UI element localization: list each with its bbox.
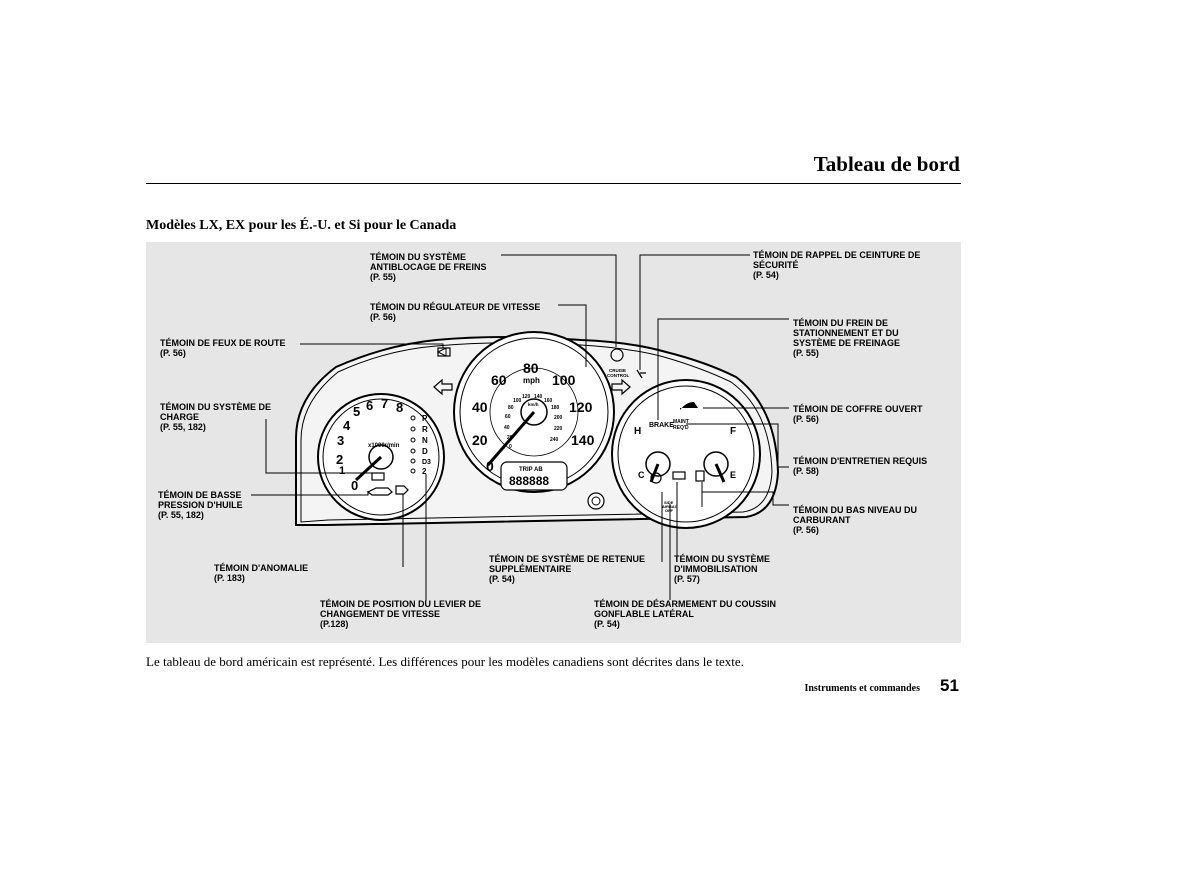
label-srs: TÉMOIN DE SYSTÈME DE RETENUE SUPPLÉMENTA… — [489, 554, 646, 584]
label-maintenance: TÉMOIN D'ENTRETIEN REQUIS (P. 58) — [793, 456, 928, 476]
mph-num-40: 40 — [472, 399, 488, 415]
leader-lines — [251, 254, 789, 601]
battery-icon — [371, 472, 385, 481]
check-engine-icon — [395, 485, 409, 495]
page-title: Tableau de bord — [813, 152, 960, 176]
tach-num-7: 7 — [381, 396, 388, 411]
fuel-full: F — [730, 426, 736, 437]
kmh-num-20: 20 — [507, 435, 513, 441]
brake-label: BRAKE — [649, 422, 674, 429]
high-beam-icon — [437, 347, 451, 357]
mph-num-20: 20 — [472, 432, 488, 448]
kmh-num-120: 120 — [522, 394, 531, 400]
mph-num-120: 120 — [569, 399, 593, 415]
side-airbag-text-3: OFF — [665, 508, 674, 513]
figure-caption: Le tableau de bord américain est représe… — [146, 654, 744, 669]
label-immobilizer: TÉMOIN DU SYSTÈME D'IMMOBILISATION (P. 5… — [674, 554, 771, 584]
instrument-cluster-illustration: 0 1 2 3 4 5 6 7 8 x1000r/min P R N D D — [251, 254, 789, 601]
mph-num-140: 140 — [571, 432, 595, 448]
label-seatbelt: TÉMOIN DE RAPPEL DE CEINTURE DE SÉCURITÉ… — [753, 250, 921, 280]
gear-n: N — [422, 436, 428, 445]
gear-2: 2 — [422, 467, 427, 476]
cruise-text-2: CONTROL — [607, 373, 629, 378]
title-rule — [146, 183, 961, 184]
label-trunk: TÉMOIN DE COFFRE OUVERT (P. 56) — [793, 404, 923, 424]
seatbelt-icon — [636, 369, 646, 379]
gear-d3: D3 — [422, 459, 431, 466]
kmh-num-80: 80 — [508, 405, 514, 411]
label-charge: TÉMOIN DU SYSTÈME DE CHARGE (P. 55, 182) — [160, 402, 272, 432]
kmh-num-140: 140 — [534, 394, 543, 400]
mph-num-100: 100 — [552, 372, 576, 388]
label-low-fuel: TÉMOIN DU BAS NIVEAU DU CARBURANT (P. 56… — [793, 505, 918, 535]
kmh-unit: km/h — [528, 402, 539, 407]
odometer-value: 888888 — [509, 474, 549, 488]
mph-num-0: 0 — [486, 458, 494, 474]
section-subtitle: Modèles LX, EX pour les É.-U. et Si pour… — [146, 218, 457, 233]
trip-reset-knob — [587, 492, 605, 510]
side-airbag-text-1: SIDE — [664, 500, 674, 505]
right-turn-arrow-icon — [611, 378, 631, 396]
gear-r: R — [422, 425, 428, 434]
label-cruise: TÉMOIN DU RÉGULATEUR DE VITESSE (P. 56) — [370, 302, 541, 322]
srs-icon — [650, 472, 662, 484]
mph-unit: mph — [523, 376, 540, 385]
temp-cold: C — [638, 470, 645, 480]
tach-num-5: 5 — [353, 404, 360, 419]
tach-num-8: 8 — [396, 400, 403, 415]
instrument-panel-figure: 0 1 2 3 4 5 6 7 8 x1000r/min P R N D D — [146, 242, 961, 643]
label-abs: TÉMOIN DU SYSTÈME ANTIBLOCAGE DE FREINS … — [370, 252, 487, 282]
label-parking-brake: TÉMOIN DU FREIN DE STATIONNEMENT ET DU S… — [793, 318, 901, 358]
label-shift-position: TÉMOIN DE POSITION DU LEVIER DE CHANGEME… — [320, 599, 482, 629]
kmh-num-60: 60 — [505, 414, 511, 420]
gear-indicator: P R N D D3 2 — [410, 414, 431, 476]
fuel-empty: E — [730, 470, 736, 480]
kmh-num-40: 40 — [504, 425, 510, 431]
kmh-num-220: 220 — [554, 426, 563, 432]
trunk-icon — [680, 402, 698, 410]
kmh-num-160: 160 — [544, 398, 553, 404]
immobilizer-icon — [672, 471, 686, 480]
fuel-pump-icon — [695, 470, 705, 482]
label-side-airbag: TÉMOIN DE DÉSARMEMENT DU COUSSIN GONFLAB… — [594, 599, 777, 629]
label-high-beam: TÉMOIN DE FEUX DE ROUTE (P. 56) — [160, 338, 286, 358]
oil-can-icon — [366, 487, 393, 496]
page-number: 51 — [940, 676, 959, 695]
mph-num-80: 80 — [523, 360, 539, 376]
left-turn-arrow-icon — [433, 378, 453, 396]
kmh-num-200: 200 — [554, 415, 563, 421]
label-oil-pressure: TÉMOIN DE BASSE PRESSION D'HUILE (P. 55,… — [158, 490, 243, 520]
maint-label-1: MAINT — [673, 419, 689, 425]
label-malfunction: TÉMOIN D'ANOMALIE (P. 183) — [214, 563, 309, 583]
cruise-text-1: CRUISE — [609, 368, 626, 373]
tach-num-0: 0 — [351, 478, 358, 493]
tach-num-4: 4 — [343, 418, 351, 433]
temp-fuel-gauge: H C F E BRAKE MAINT REQ'D SIDE AIRBAG OF… — [611, 379, 761, 529]
gear-p: P — [422, 414, 428, 423]
kmh-num-180: 180 — [551, 405, 560, 411]
speedometer: 0 20 40 60 80 100 120 140 mph 0 20 40 60… — [453, 331, 615, 493]
maint-label-2: REQ'D — [673, 425, 689, 431]
temp-hot: H — [634, 426, 641, 437]
tach-num-2: 2 — [336, 452, 343, 467]
tach-num-6: 6 — [366, 398, 373, 413]
abs-icon — [610, 348, 624, 362]
tach-unit: x1000r/min — [368, 443, 400, 449]
mph-num-60: 60 — [491, 372, 507, 388]
kmh-num-100: 100 — [513, 398, 522, 404]
tach-num-1: 1 — [339, 465, 345, 477]
trip-display — [500, 461, 568, 491]
kmh-num-240: 240 — [550, 437, 559, 443]
footer-section-name: Instruments et commandes — [804, 683, 920, 694]
kmh-num-0: 0 — [509, 444, 512, 450]
gear-d: D — [422, 447, 428, 456]
trip-label: TRIP AB — [519, 467, 543, 473]
tach-num-3: 3 — [337, 433, 344, 448]
tachometer: 0 1 2 3 4 5 6 7 8 x1000r/min P R N D D — [317, 393, 445, 521]
